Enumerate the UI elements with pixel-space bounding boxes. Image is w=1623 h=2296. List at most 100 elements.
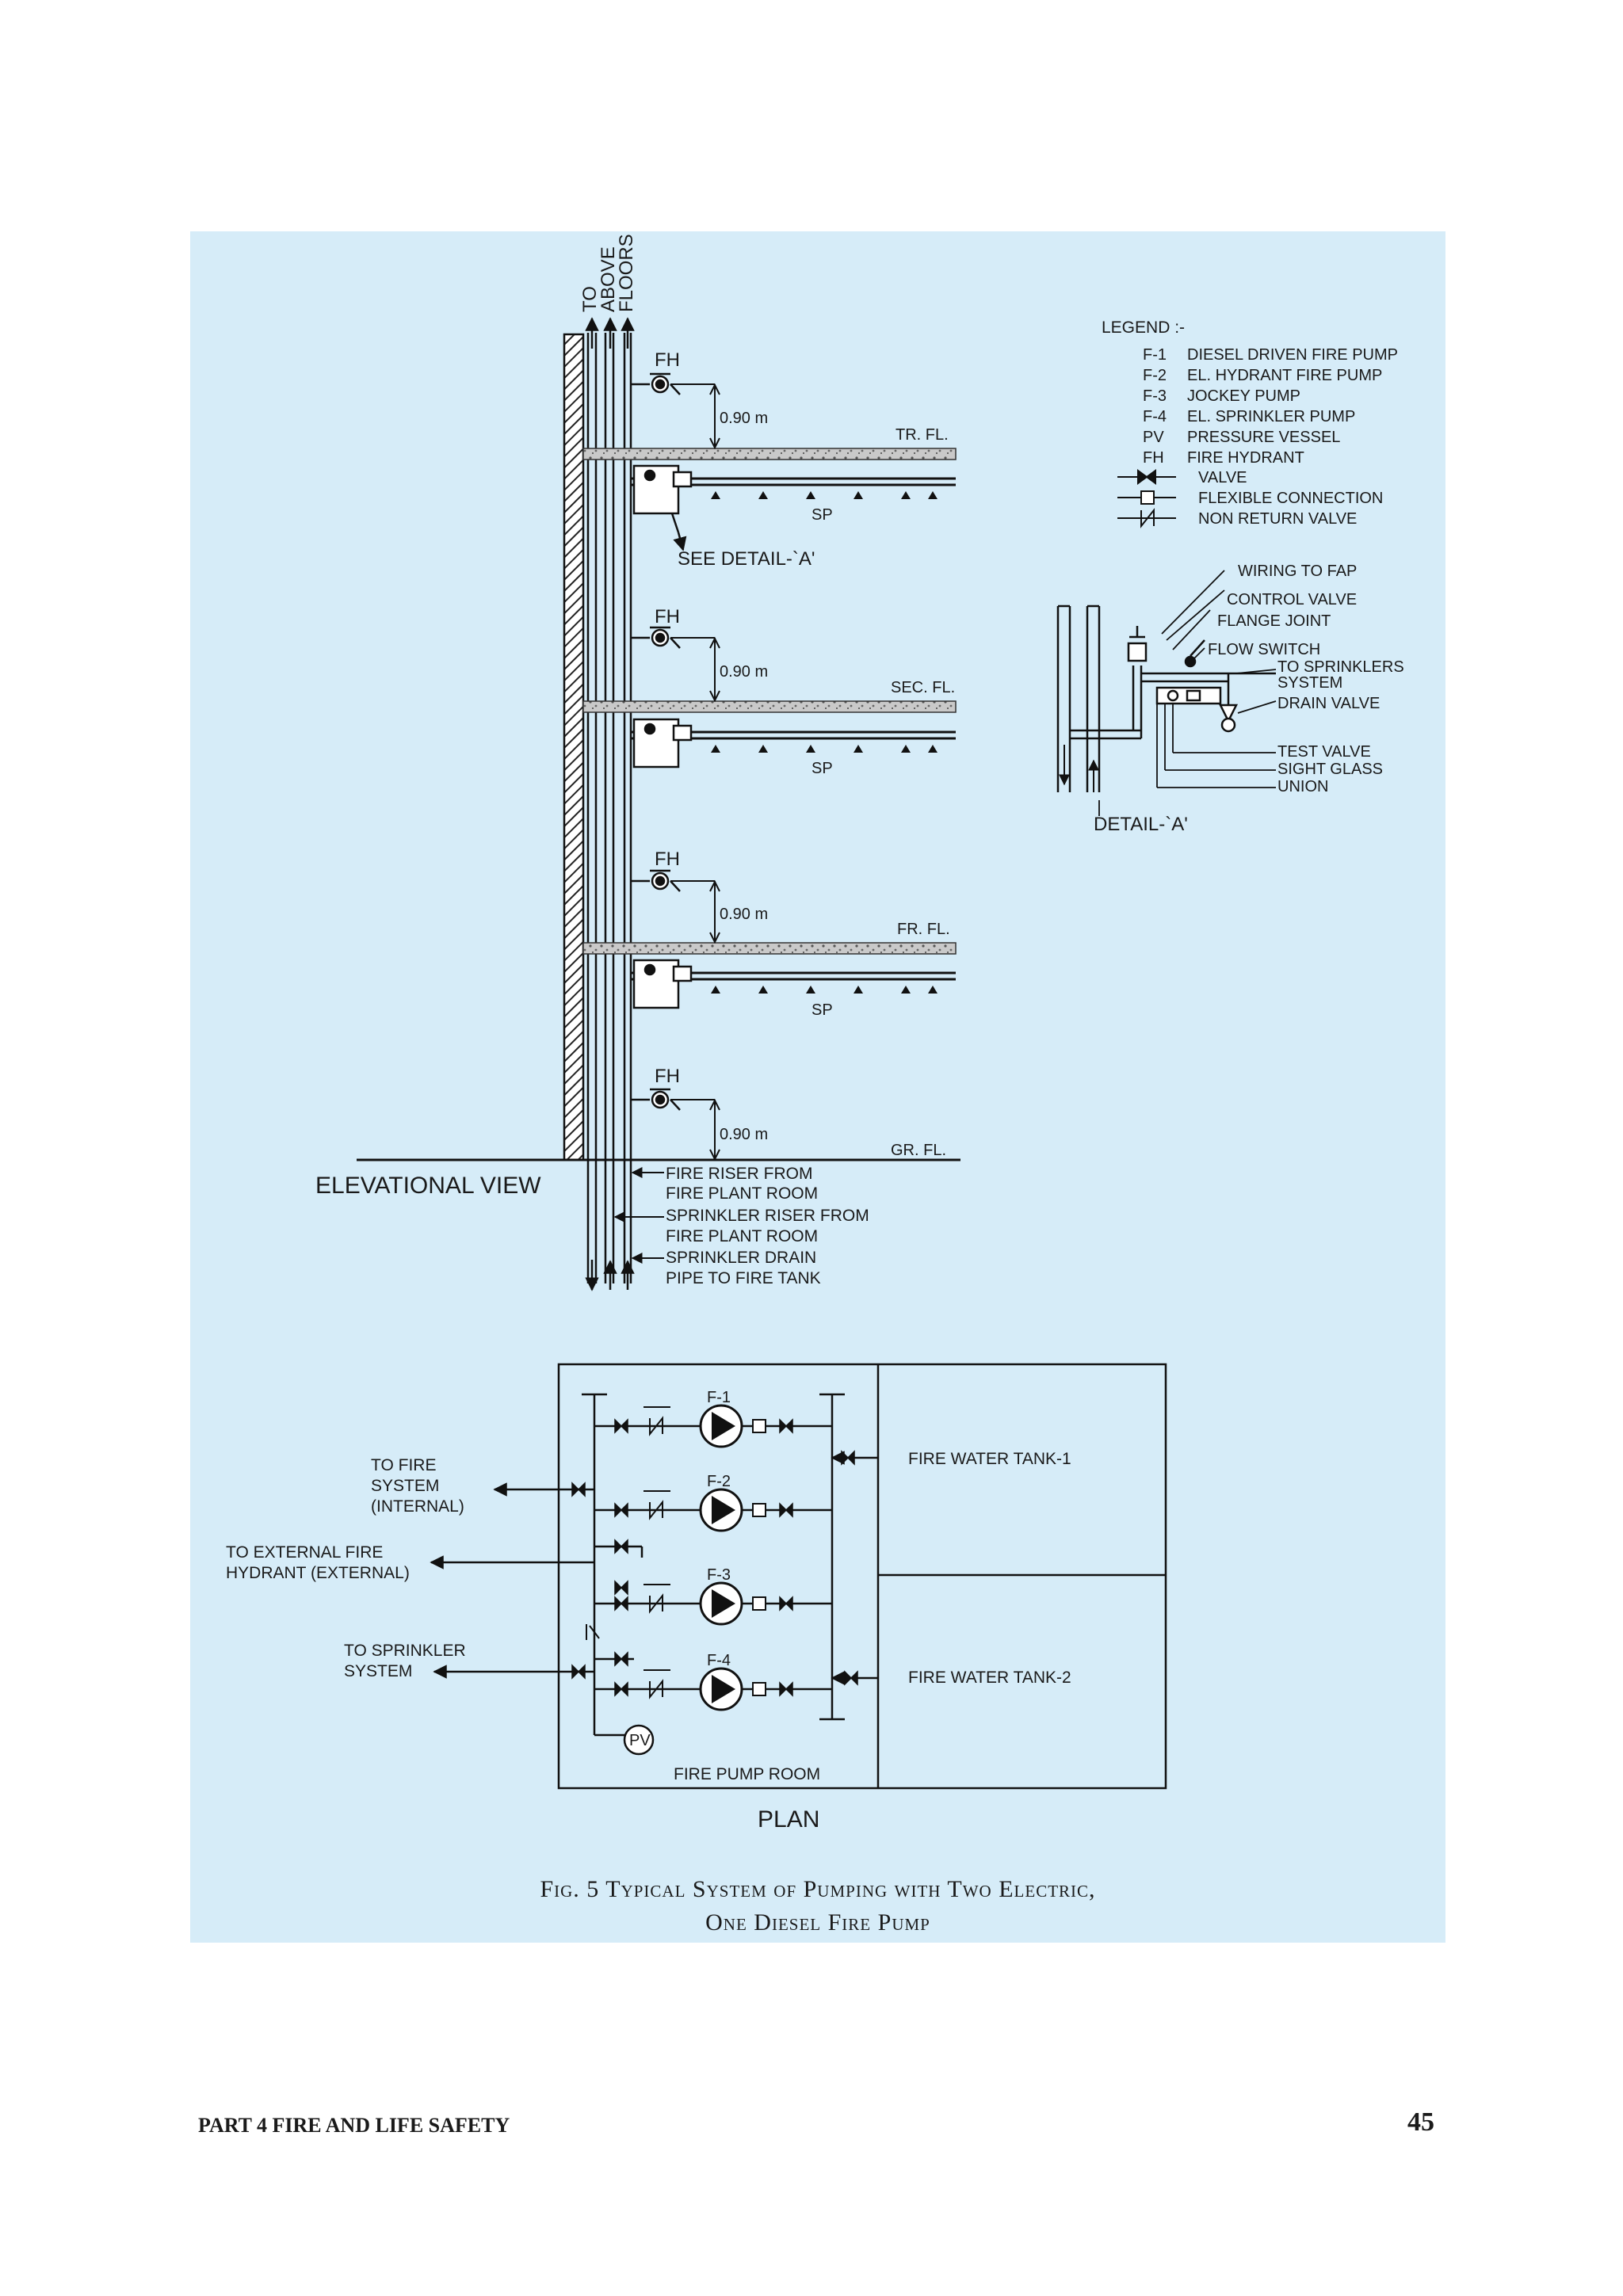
legend-code: PV: [1143, 429, 1164, 446]
legend-symbol-text: VALVE: [1198, 469, 1247, 486]
legend-code: F-1: [1143, 346, 1167, 364]
pump-label: F-3: [707, 1566, 731, 1584]
fire-hydrant-label-gr: FH: [655, 1066, 680, 1087]
valve-icon: [1117, 469, 1176, 485]
outlet-internal-label: (INTERNAL): [371, 1497, 464, 1516]
riser-top-label-line: TO: [579, 286, 601, 312]
legend-code: F-4: [1143, 408, 1167, 425]
elevational-view: [357, 317, 960, 1291]
riser-label: FIRE RISER FROM: [666, 1165, 813, 1183]
detail-label: FLOW SWITCH: [1208, 641, 1320, 658]
riser-label: SPRINKLER RISER FROM: [666, 1207, 869, 1225]
floor-label-sec: SEC. FL.: [891, 679, 955, 696]
riser-label: FIRE PLANT ROOM: [666, 1227, 818, 1245]
legend-text: FIRE HYDRANT: [1187, 449, 1304, 467]
sprinkler-head-icon: [711, 491, 938, 499]
riser-top-label-line: FLOORS: [616, 234, 637, 312]
riser-labels: FIRE RISER FROM FIRE PLANT ROOM SPRINKLE…: [666, 1165, 869, 1287]
pump-row-f4: [594, 1667, 832, 1711]
outlet-sprinkler-label: SYSTEM: [344, 1662, 412, 1680]
detail-a-title: DETAIL-`A': [1094, 814, 1188, 835]
outlet-external-label: HYDRANT (EXTERNAL): [226, 1564, 410, 1582]
flexible-connection-icon: [1117, 490, 1176, 505]
floor-label-fr: FR. FL.: [897, 921, 950, 938]
footer-section-title: PART 4 FIRE AND LIFE SAFETY: [198, 2114, 510, 2137]
floor-tr-equipment: [631, 372, 956, 551]
fire-hydrant-icon: [655, 379, 666, 390]
riser-label: PIPE TO FIRE TANK: [666, 1269, 821, 1287]
riser-top-label: TO ABOVE FLOORS: [579, 234, 637, 312]
hydrant-height-sec: 0.90 m: [720, 663, 768, 681]
floor-label-gr: GR. FL.: [891, 1142, 946, 1159]
legend-text: EL. HYDRANT FIRE PUMP: [1187, 367, 1382, 384]
riser-top-label-line: ABOVE: [598, 246, 619, 312]
floor-slab-tr: [582, 448, 957, 460]
figure-caption-line1: Fig. 5 Typical System of Pumping with Tw…: [540, 1876, 1096, 1902]
sprinkler-label-tr: SP: [812, 506, 833, 524]
fire-hydrant-label-tr: FH: [655, 349, 680, 371]
floor-gr-equipment: [631, 1088, 720, 1161]
detail-label: TO SPRINKLERS: [1277, 658, 1404, 676]
pump-label: F-1: [707, 1389, 731, 1406]
legend-code: F-3: [1143, 387, 1167, 405]
legend-title: LEGEND :-: [1102, 318, 1185, 337]
detail-label: CONTROL VALVE: [1227, 591, 1357, 608]
plan-title: PLAN: [758, 1806, 819, 1833]
pump-label: F-4: [707, 1652, 731, 1669]
outlet-internal-label: SYSTEM: [371, 1477, 439, 1495]
riser-label: SPRINKLER DRAIN: [666, 1249, 816, 1267]
pressure-vessel-label: PV: [629, 1732, 651, 1749]
detail-label: DRAIN VALVE: [1277, 695, 1380, 712]
detail-label: TEST VALVE: [1277, 743, 1371, 761]
fire-water-tank-2-label: FIRE WATER TANK-2: [908, 1669, 1071, 1687]
outlet-external-label: TO EXTERNAL FIRE: [226, 1543, 383, 1562]
sprinkler-label-fr: SP: [812, 1001, 833, 1019]
elevational-view-title: ELEVATIONAL VIEW: [315, 1173, 541, 1199]
see-detail-label: SEE DETAIL-`A': [678, 548, 815, 570]
floor-slab-sec: [582, 700, 957, 713]
sprinkler-head-icon: [711, 986, 938, 994]
fire-hydrant-icon: [655, 875, 666, 887]
pressure-vessel-icon: [623, 1724, 655, 1756]
page-number: 45: [1407, 2107, 1434, 2137]
riser-label: FIRE PLANT ROOM: [666, 1184, 818, 1203]
figure-panel: [190, 231, 1445, 1943]
fire-hydrant-label-sec: FH: [655, 606, 680, 627]
pump-row-f1: [594, 1404, 832, 1448]
detail-label: UNION: [1277, 778, 1328, 795]
fire-water-tank-1-label: FIRE WATER TANK-1: [908, 1450, 1071, 1468]
hydrant-height-fr: 0.90 m: [720, 906, 768, 923]
hydrant-height-gr: 0.90 m: [720, 1126, 768, 1143]
plan-view: [430, 1363, 1167, 1790]
hydrant-height-tr: 0.90 m: [720, 410, 768, 427]
detail-label: SIGHT GLASS: [1277, 761, 1383, 778]
fire-hydrant-label-fr: FH: [655, 849, 680, 870]
building-wall: [563, 333, 585, 1161]
pump-row-f3: [594, 1581, 832, 1626]
legend-text: PRESSURE VESSEL: [1187, 429, 1340, 446]
floor-slab-fr: [582, 942, 957, 955]
sprinkler-label-sec: SP: [812, 760, 833, 777]
fire-pump-room-label: FIRE PUMP ROOM: [674, 1765, 820, 1783]
fire-hydrant-icon: [655, 632, 666, 643]
legend-symbol-text: NON RETURN VALVE: [1198, 510, 1357, 528]
legend-symbol-text: FLEXIBLE CONNECTION: [1198, 490, 1383, 507]
detail-label: SYSTEM: [1277, 674, 1342, 692]
pump-label: F-2: [707, 1473, 731, 1490]
detail-a-labels: WIRING TO FAP CONTROL VALVE FLANGE JOINT…: [1094, 563, 1404, 835]
fire-hydrant-icon: [655, 1094, 666, 1105]
legend-text: EL. SPRINKLER PUMP: [1187, 408, 1355, 425]
legend-text: JOCKEY PUMP: [1187, 387, 1300, 405]
detail-label: WIRING TO FAP: [1238, 563, 1357, 580]
sprinkler-head-icon: [711, 745, 938, 753]
figure-caption-line2: One Diesel Fire Pump: [705, 1909, 930, 1936]
detail-a: [1056, 570, 1277, 816]
outlet-sprinkler-label: TO SPRINKLER: [344, 1642, 466, 1660]
legend-code: F-2: [1143, 367, 1167, 384]
legend-text: DIESEL DRIVEN FIRE PUMP: [1187, 346, 1398, 364]
legend: LEGEND :- F-1 DIESEL DRIVEN FIRE PUMP F-…: [1102, 318, 1398, 528]
fire-pump-room: [557, 1363, 1167, 1790]
outlet-internal-label: TO FIRE: [371, 1456, 436, 1474]
detail-label: FLANGE JOINT: [1217, 612, 1331, 630]
floor-sec-equipment: [631, 626, 956, 769]
